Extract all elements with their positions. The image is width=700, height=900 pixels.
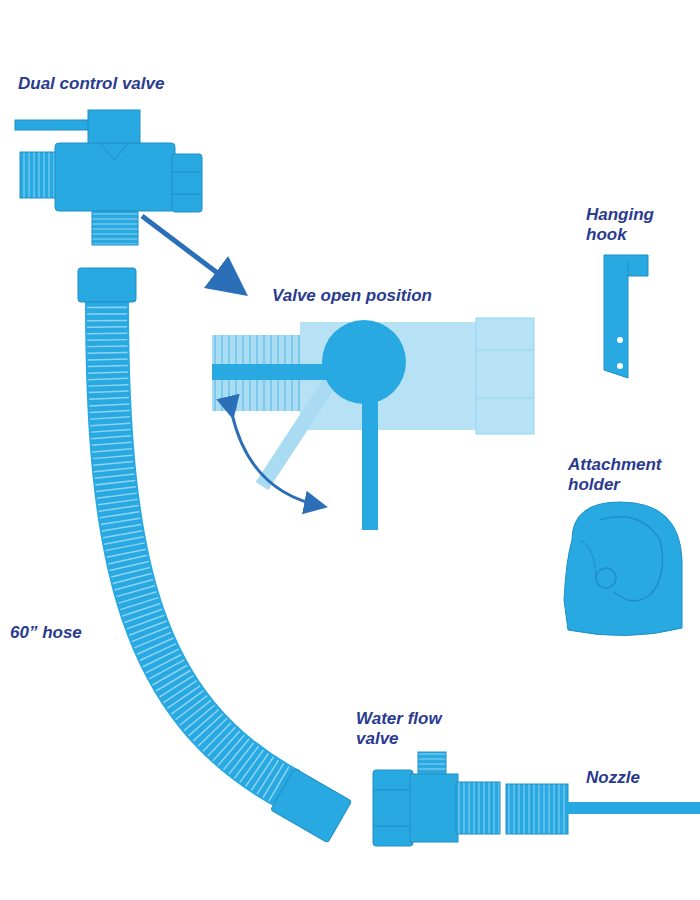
- part-label: Attachment holder: [568, 455, 688, 495]
- part-label: 60” hose: [10, 623, 120, 643]
- part-label: Dual control valve: [18, 74, 218, 94]
- pointer-arrow: [142, 216, 240, 290]
- part-label: Hanging hook: [586, 205, 676, 245]
- hanging-hook: [604, 255, 648, 378]
- part-label: Nozzle: [586, 768, 686, 788]
- nozzle: [506, 784, 700, 834]
- water-flow-valve: [373, 752, 500, 846]
- view-label: Valve open position: [272, 286, 492, 306]
- valve-open-view: [212, 318, 534, 530]
- dual-control-valve: [15, 110, 202, 245]
- attachment-holder: [564, 502, 682, 636]
- hose: [78, 268, 352, 843]
- part-label: Water flow valve: [356, 709, 456, 749]
